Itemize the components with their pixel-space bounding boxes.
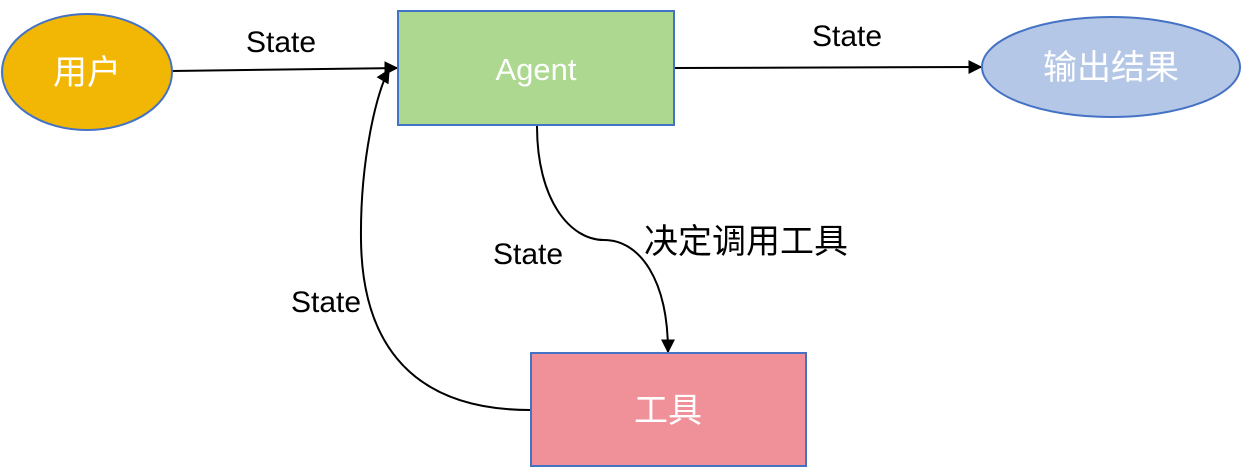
agent-label: Agent [495,52,576,87]
edge-user-to-agent [171,61,399,76]
tool-box [530,352,807,467]
output-label: 输出结果 [1043,48,1179,88]
agent-box [397,10,675,126]
edge-tool-to-agent [359,68,531,411]
edge-label-agent-to-output: State [812,20,882,53]
edge-label-agent-to-tool-action: 决定调用工具 [644,222,848,262]
node-agent: Agent [397,10,675,126]
tool-label: 工具 [634,391,702,431]
output-ellipse [981,16,1241,118]
edge-agent-to-tool [536,125,675,354]
node-user: 用户 [1,13,173,131]
edge-label-agent-to-tool-state: State [493,238,563,271]
node-output: 输出结果 [981,16,1241,118]
node-tool: 工具 [530,352,807,467]
edge-label-user-to-agent: State [246,26,316,59]
edge-agent-to-output [674,60,983,75]
user-ellipse [1,13,173,131]
edge-label-tool-to-agent: State [291,286,361,319]
user-label: 用户 [53,53,121,93]
